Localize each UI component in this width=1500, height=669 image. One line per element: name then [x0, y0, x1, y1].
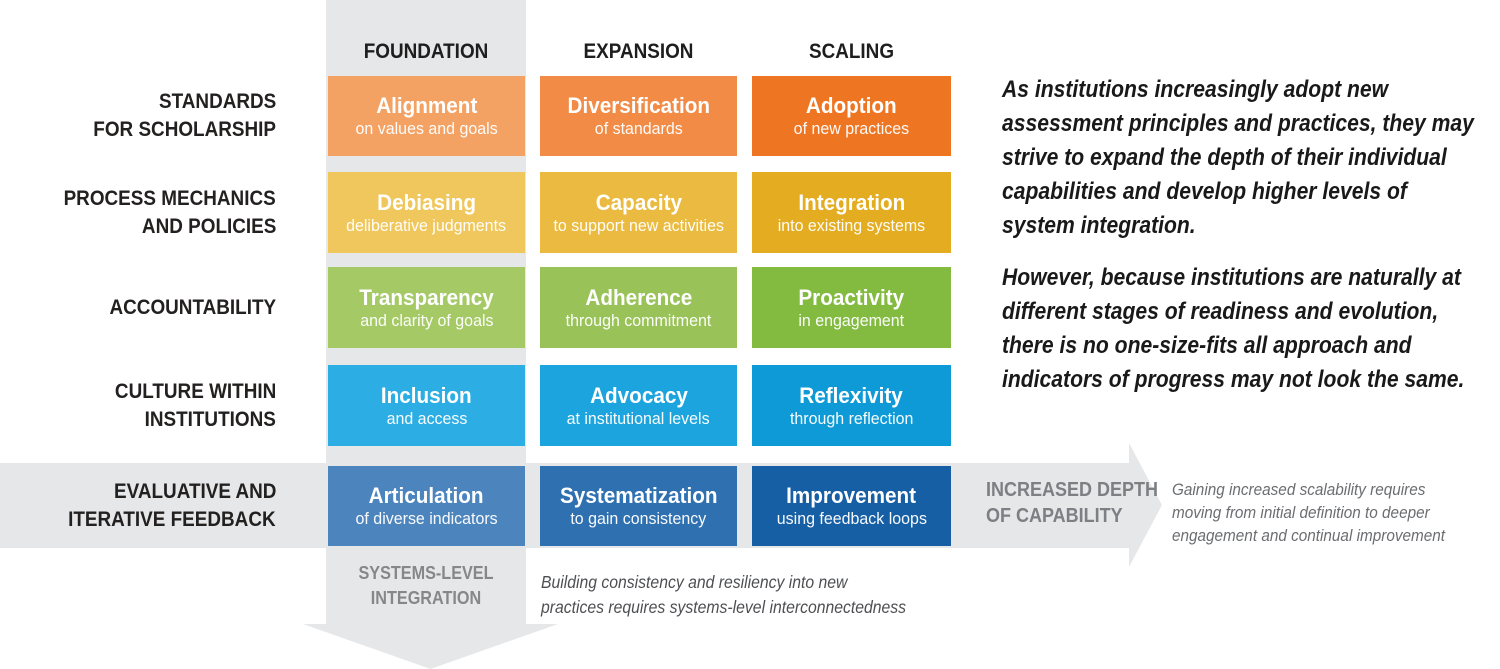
matrix-cell-debiasing: Debiasing deliberative judgments [328, 172, 525, 253]
cell-title: Capacity [595, 189, 682, 215]
cell-title: Alignment [375, 93, 478, 118]
matrix-cell-reflexivity: Reflexivity through reflection [752, 365, 951, 446]
cell-subtitle: of standards [594, 119, 683, 138]
matrix-cell-adoption: Adoption of new practices [752, 76, 951, 156]
increased-depth-of-capability-label: INCREASED DEPTH OF CAPABILITY [986, 479, 1159, 527]
cell-title: Advocacy [589, 382, 688, 408]
cell-title: Diversification [567, 93, 710, 118]
cell-title: Systematization [559, 483, 718, 508]
cell-subtitle: using feedback loops [776, 509, 927, 528]
cell-subtitle: to gain consistency [570, 509, 707, 528]
cell-title: Adoption [806, 93, 897, 118]
note-systems-level: Building consistency and resiliency into… [541, 572, 907, 617]
cell-title: Debiasing [377, 189, 476, 215]
matrix-cell-alignment: Alignment on values and goals [328, 76, 525, 156]
cell-title: Transparency [359, 284, 494, 310]
paragraph-readiness-stages: However, because institutions are natura… [1002, 264, 1465, 393]
cell-title: Articulation [369, 483, 484, 508]
matrix-cell-articulation: Articulation of diverse indicators [328, 466, 525, 546]
column-header-foundation: FOUNDATION [363, 40, 489, 63]
cell-title: Proactivity [798, 284, 905, 310]
row-label-accountability: ACCOUNTABILITY [109, 295, 276, 319]
matrix-cell-capacity: Capacity to support new activities [540, 172, 737, 253]
cell-subtitle: and clarity of goals [359, 310, 494, 330]
matrix-cell-adherence: Adherence through commitment [540, 267, 737, 348]
cell-subtitle: and access [386, 408, 467, 428]
cell-subtitle: to support new activities [553, 215, 724, 235]
cell-title: Adherence [585, 284, 692, 310]
cell-title: Inclusion [381, 382, 472, 408]
column-header-expansion: EXPANSION [583, 40, 694, 63]
note-scalability: Gaining increased scalability requires m… [1172, 480, 1446, 545]
matrix-cell-transparency: Transparency and clarity of goals [328, 267, 525, 348]
cell-subtitle: in engagement [798, 310, 905, 330]
row-label-standards-for-scholarship: STANDARDS FOR SCHOLARSHIP [93, 90, 276, 141]
row-label-culture-within-institutions: CULTURE WITHIN INSTITUTIONS [114, 379, 276, 431]
matrix-cell-advocacy: Advocacy at institutional levels [540, 365, 737, 446]
matrix-cell-integration: Integration into existing systems [752, 172, 951, 253]
matrix-cell-inclusion: Inclusion and access [328, 365, 525, 446]
matrix-cell-proactivity: Proactivity in engagement [752, 267, 951, 348]
row-label-process-mechanics: PROCESS MECHANICS AND POLICIES [63, 186, 276, 238]
cell-subtitle: of diverse indicators [355, 509, 498, 528]
cell-subtitle: of new practices [793, 119, 910, 138]
cell-subtitle: into existing systems [777, 215, 926, 235]
cell-subtitle: deliberative judgments [346, 215, 507, 235]
cell-subtitle: through reflection [789, 408, 914, 428]
cell-title: Integration [798, 189, 905, 215]
cell-subtitle: through commitment [565, 310, 712, 330]
cell-title: Improvement [786, 483, 917, 508]
matrix-cell-improvement: Improvement using feedback loops [752, 466, 951, 546]
down-arrow-icon [303, 624, 558, 669]
cell-subtitle: on values and goals [355, 119, 498, 138]
matrix-cell-diversification: Diversification of standards [540, 76, 737, 156]
row-label-evaluative-iterative-feedback: EVALUATIVE AND ITERATIVE FEEDBACK [68, 480, 276, 531]
column-header-scaling: SCALING [808, 40, 895, 63]
paragraph-adoption-depth: As institutions increasingly adopt new a… [1002, 76, 1474, 239]
matrix-cell-systematization: Systematization to gain consistency [540, 466, 737, 546]
systems-level-integration-label: SYSTEMS-LEVEL INTEGRATION [358, 563, 494, 608]
cell-title: Reflexivity [799, 382, 904, 408]
cell-subtitle: at institutional levels [566, 408, 710, 428]
